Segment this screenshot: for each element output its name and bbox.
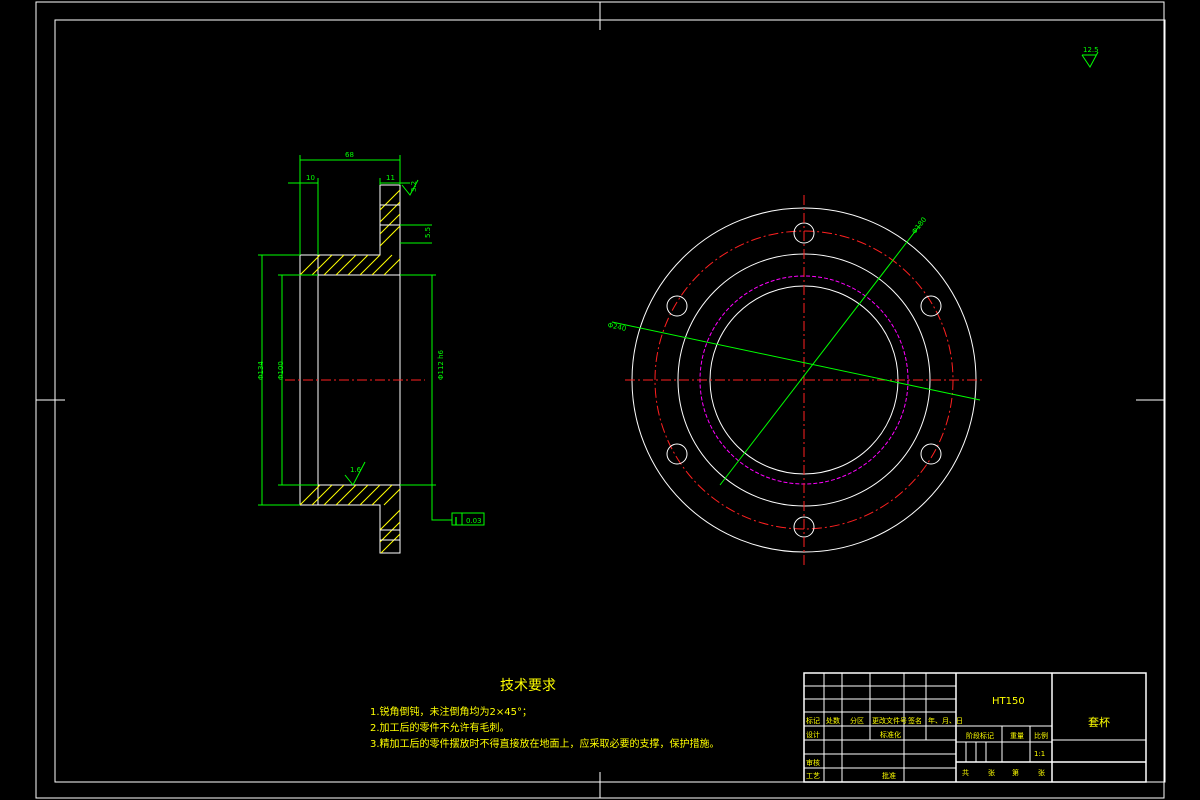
title-block: 标记 处数 分区 更改文件号 签名 年、月、日 设计 标准化 审核 工艺 批准 … [803,672,1147,783]
dim-flange-thk: 5.5 [424,227,432,238]
tech-title: 技术要求 [500,678,556,694]
tech-item: 1.锐角倒钝，未注倒角均为2×45°； [370,705,532,718]
front-view: Φ240 Φ180 [607,195,985,565]
dim-pcd: Φ180 [910,216,928,236]
dim-bore-dia: Φ100 [277,361,285,380]
tb-design: 设计 [806,730,820,739]
tb-check: 审核 [806,758,820,767]
tb-header: 更改文件号 [872,716,907,725]
tb-header: 标记 [806,716,820,725]
gdt-tolerance: 0.03 [466,517,482,525]
tb-weight: 重量 [1010,732,1024,740]
tb-part-name: 套杯 [1088,715,1110,729]
tb-sheets: 张 [1038,768,1045,777]
tech-item: 3.精加工后的零件摆放时不得直接放在地面上，应采取必要的支撑，保护措施。 [370,737,720,750]
tb-header: 处数 [826,716,840,725]
bolt-hole [920,295,942,317]
roughness-bore: 1.6 [350,466,362,474]
section-view: 68 10 11 3.2 5.5 Φ134 Φ100 Φ112 h6 1.6 ∥ [257,151,485,554]
tb-header: 签名 [908,716,922,725]
roughness-symbol-global: 12.5 [1081,46,1099,68]
dim-outer-dia: Φ134 [257,361,265,380]
dim-top-width: 68 [345,151,354,159]
tb-stage: 阶段标记 [966,731,994,740]
tb-standard: 标准化 [880,730,901,739]
tb-sheets: 张 [988,768,995,777]
dim-outer-front: Φ240 [607,321,627,333]
tb-scale: 1:1 [1034,750,1045,758]
tb-sheets: 第 [1012,768,1019,777]
gdt-symbol: ∥ [454,516,458,525]
roughness-global-value: 12.5 [1083,46,1099,54]
tb-approve: 批准 [882,771,896,780]
tb-header: 分区 [850,716,864,725]
roughness-top: 3.2 [410,181,418,192]
tech-item: 2.加工后的零件不允许有毛刺。 [370,721,510,734]
tb-sheets: 共 [962,768,969,777]
bolt-hole [920,443,942,465]
bolt-hole [666,295,688,317]
gdt-frame [451,512,485,526]
dim-spigot-dia: Φ112 h6 [437,349,445,380]
tech-requirements: 技术要求 1.锐角倒钝，未注倒角均为2×45°； 2.加工后的零件不允许有毛刺。… [370,678,720,750]
tb-header: 年、月、日 [928,716,963,725]
dim-left-step: 10 [306,174,315,182]
tb-material: HT150 [992,696,1025,707]
dim-right-step: 11 [386,174,395,182]
bolt-hole [666,443,688,465]
inner-frame [54,19,1166,783]
tb-process: 工艺 [806,772,820,780]
tb-scale-label: 比例 [1034,731,1048,740]
outer-frame [35,1,1165,799]
